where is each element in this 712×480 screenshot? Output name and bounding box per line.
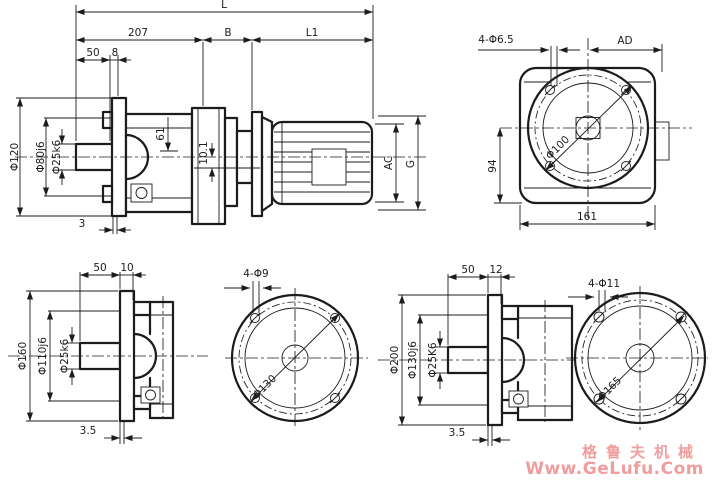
dim-label-G: G <box>405 160 417 168</box>
dim-label-50: 50 <box>86 47 99 59</box>
main-side-view: L 207 B L1 50 8 Φ120 Φ80j6 Φ25k6 61 10.1… <box>9 0 428 234</box>
main-side-body <box>15 96 428 226</box>
dim-label-4-phi11: 4-Φ11 <box>588 278 620 290</box>
dim-label-B: B <box>224 27 231 39</box>
dim-label-AD: AD <box>617 35 632 47</box>
dim-label-10-1: 10.1 <box>198 141 210 164</box>
dim-label-phi80j6: Φ80j6 <box>35 141 47 173</box>
main-side-dims: L 207 B L1 50 8 Φ120 Φ80j6 Φ25k6 61 10.1… <box>9 0 426 234</box>
dim-label-94: 94 <box>487 159 499 173</box>
br-dims: 50 12 Φ200 Φ130j6 Φ25K6 3.5 <box>389 264 515 446</box>
dim-label-phi110j6: Φ110j6 <box>37 337 49 375</box>
bottom-middle-flange-face: 4-Φ9 Φ130 <box>224 268 368 428</box>
dim-label-4-phi9: 4-Φ9 <box>243 268 268 280</box>
dim-label-bl-50: 50 <box>93 262 106 274</box>
dim-label-L1: L1 <box>306 27 319 39</box>
dim-label-3: 3 <box>79 218 86 230</box>
dim-label-br-3-5: 3.5 <box>449 427 466 439</box>
dim-label-bl-3-5: 3.5 <box>80 425 97 437</box>
watermark: 格鲁夫机械 Www.GeLufu.Com <box>525 445 704 478</box>
dim-label-phi25k6: Φ25k6 <box>51 139 63 174</box>
front-view: 4-Φ6.5 AD Φ100 94 161 <box>478 34 692 230</box>
dim-label-AC: AC <box>383 156 395 170</box>
br-body <box>378 293 580 427</box>
dim-label-L: L <box>221 0 227 11</box>
bl-body <box>8 289 208 423</box>
watermark-brand-text: 格鲁夫机械 <box>581 443 702 461</box>
dim-label-br-50: 50 <box>461 264 474 276</box>
motor-terminal-box <box>311 148 347 186</box>
dim-label-4-phi6-5: 4-Φ6.5 <box>478 34 513 46</box>
dim-label-phi200: Φ200 <box>389 346 401 374</box>
dim-label-bl-phi25k6: Φ25k6 <box>59 338 71 373</box>
bottom-right-flange-face: 4-Φ11 Φ165 <box>566 278 708 430</box>
dim-label-phi160: Φ160 <box>17 342 29 370</box>
bl-dims: 50 10 Φ160 Φ110j6 Φ25k6 3.5 <box>17 262 146 444</box>
dim-label-br-phi25K6: Φ25K6 <box>427 342 439 378</box>
dim-label-61: 61 <box>155 127 167 140</box>
front-body <box>500 38 692 218</box>
dim-label-phi130j6: Φ130j6 <box>407 341 419 379</box>
bottom-right-side-view: 50 12 Φ200 Φ130j6 Φ25K6 3.5 <box>378 264 580 446</box>
dim-label-8: 8 <box>112 47 119 59</box>
watermark-url-text: Www.GeLufu.Com <box>525 459 704 479</box>
dim-label-phi120: Φ120 <box>9 143 21 171</box>
dim-label-bl-10: 10 <box>120 262 133 274</box>
dim-label-br-12: 12 <box>489 264 502 276</box>
dim-label-207: 207 <box>128 27 148 39</box>
bottom-left-side-view: 50 10 Φ160 Φ110j6 Φ25k6 3.5 <box>8 262 208 444</box>
dim-label-161: 161 <box>577 211 597 223</box>
